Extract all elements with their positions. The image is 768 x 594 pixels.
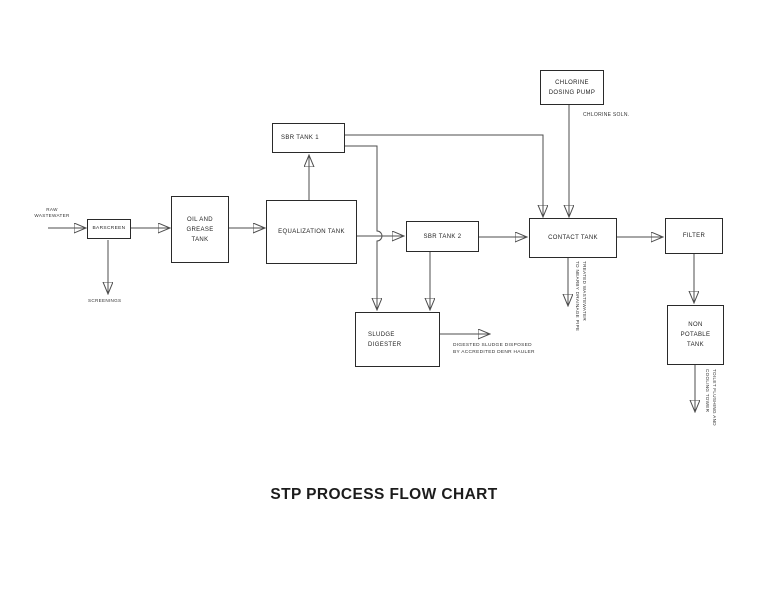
label-line: WASTEWATER bbox=[34, 213, 70, 218]
node-label-line: CONTACT TANK bbox=[548, 235, 598, 241]
node-sbr-tank-2: SBR TANK 2 bbox=[406, 221, 479, 252]
node-label-line: POTABLE bbox=[680, 332, 711, 338]
node-label-line: OIL AND bbox=[187, 216, 213, 223]
node-label-line: FILTER bbox=[682, 233, 706, 239]
label-line: BY ACCREDITED DENR HAULER bbox=[453, 350, 535, 355]
node-label-line: SBR TANK 2 bbox=[423, 233, 462, 240]
node-sbr-tank-1: SBR TANK 1 bbox=[272, 123, 345, 153]
connector-sbr1-to-contact-tank bbox=[345, 134, 543, 217]
label-screenings: SCREENINGS bbox=[88, 298, 122, 303]
node-equalization-tank: EQUALIZATION TANK bbox=[266, 200, 357, 264]
node-label-line: DOSING PUMP bbox=[548, 89, 596, 96]
node-barscreen: BARSCREEN bbox=[87, 219, 131, 239]
node-label-line: GREASE bbox=[186, 226, 214, 233]
label-line: TREATED WASTEWATER bbox=[582, 261, 587, 322]
label-raw-wastewater: RAW WASTEWATER bbox=[30, 207, 74, 219]
node-label-line: SBR TANK 1 bbox=[281, 135, 319, 141]
label-line: COOLING TOWER bbox=[705, 369, 710, 413]
label-digested-sludge-note: DIGESTED SLUDGE DISPOSED BY ACCREDITED D… bbox=[453, 342, 535, 356]
page-title: STP PROCESS FLOW CHART bbox=[270, 486, 498, 503]
node-contact-tank: CONTACT TANK bbox=[529, 218, 617, 258]
node-label-line: BARSCREEN bbox=[92, 226, 126, 231]
node-oil-and-grease-tank: OIL AND GREASE TANK bbox=[171, 196, 229, 263]
node-label-line: TANK bbox=[191, 236, 209, 243]
label-toilet-flushing-cooling-tower: TOILET FLUSHING AND COOLING TOWER bbox=[704, 369, 718, 454]
node-filter: FILTER bbox=[665, 218, 723, 254]
label-line: TOILET FLUSHING AND bbox=[712, 369, 717, 426]
node-label-line: DIGESTER bbox=[368, 341, 402, 348]
node-label-line: EQUALIZATION TANK bbox=[278, 229, 345, 235]
label-line: TO NEARBY DRAINAGE PIPE bbox=[575, 261, 580, 332]
node-sludge-digester: SLUDGE DIGESTER bbox=[355, 312, 440, 367]
node-label-line: NON bbox=[688, 322, 703, 328]
label-chlorine-soln: CHLORINE SOLN. bbox=[583, 112, 630, 118]
label-line: RAW bbox=[46, 207, 58, 212]
node-label-line: SLUDGE bbox=[368, 331, 395, 338]
connector-sbr1-to-sludge-digester bbox=[345, 145, 383, 310]
label-treated-wastewater-drainage: TREATED WASTEWATER TO NEARBY DRAINAGE PI… bbox=[574, 261, 588, 341]
node-chlorine-dosing-pump: CHLORINE DOSING PUMP bbox=[540, 70, 604, 105]
node-non-potable-tank: NON POTABLE TANK bbox=[667, 305, 724, 365]
node-label-line: CHLORINE bbox=[555, 79, 589, 86]
label-line: DIGESTED SLUDGE DISPOSED bbox=[453, 343, 532, 348]
node-label-line: TANK bbox=[687, 342, 704, 348]
